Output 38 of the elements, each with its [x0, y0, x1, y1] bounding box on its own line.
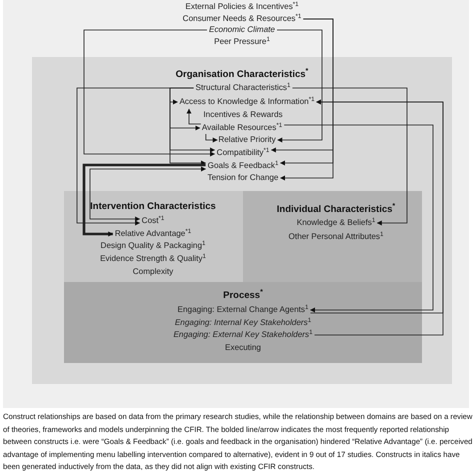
construct-label: Peer Pressure$^{1}$ — [214, 36, 270, 48]
construct-label: Engaging: Internal Key Stakeholders$^{1}$ — [174, 317, 312, 329]
construct-label: Knowledge & Beliefs$^{1}$ — [296, 217, 376, 229]
construct-label: Consumer Needs & Resources$^{*1}$ — [182, 13, 302, 25]
connector-arrow — [292, 88, 408, 226]
domain-panel: Organisation Characteristics$^{*}$ Structural Characteristics$^{1}$ Access to Knowledge & Information$^{*1}$ Incentives & Rewards Available Resources$^{*1}$ Relative Priority Compatibility$^{*1}$ Goals & Feedback$^{1}$ Tension for Change Intervention Characteristics Cost$^{*1}$ Relative Advantage$^{*1}$ Design Quality & Packaging$^{1}$ Evidence Strength & Quality$^{1}$ Complexity Individual Characteristics$^{*}$ Knowledge & Beliefs$^{1}$ Other Personal Attributes$^{1}$ Process$^{*}$ Engaging: External Change Agents$^{1}$ Engaging: Internal Key Stakeholders$^{1}$ Engaging: External Key Stakeholders$^{1}$ Executing — [32, 57, 452, 384]
construct-label: Goals & Feedback$^{1}$ — [208, 160, 278, 172]
construct-label: Engaging: External Key Stakeholders$^{1}$ — [173, 329, 313, 341]
connector-arrow — [284, 124, 434, 312]
construct-label: Available Resources$^{*1}$ — [202, 122, 282, 134]
connector-arrow — [90, 166, 206, 222]
construct-label: Structural Characteristics$^{1}$ — [196, 82, 290, 94]
construct-label: Executing — [225, 342, 261, 354]
construct-label: Incentives & Rewards — [203, 109, 283, 121]
domain-panel — [3, 0, 469, 408]
connector-arrow — [76, 88, 194, 226]
connector-arrow — [84, 30, 216, 156]
connector-arrow — [186, 108, 202, 124]
construct-label: Design Quality & Packaging$^{1}$ — [100, 240, 206, 252]
construct-label: Evidence Strength & Quality$^{1}$ — [100, 253, 206, 265]
construct-label: Complexity — [132, 266, 174, 278]
connector-arrow — [170, 88, 206, 166]
domain-panel: Intervention Characteristics Cost$^{*1}$ Relative Advantage$^{*1}$ Design Quality & Packaging$^{1}$ Evidence Strength & Quality$^{1}$ Complexity — [64, 191, 243, 282]
construct-label: Access to Knowledge & Information$^{*1}$ — [179, 96, 315, 108]
connector-arrow — [276, 30, 322, 142]
domain-panel: Process$^{*}$ Engaging: External Change Agents$^{1}$ Engaging: Internal Key Stakeholders$^{1}$ Engaging: External Key Stakeholders$^{1}$ Executing — [64, 282, 422, 363]
construct-label: External Policies & Incentives$^{*1}$ — [185, 1, 299, 13]
construct-label: Engaging: External Change Agents$^{1}$ — [178, 304, 308, 316]
construct-label: Cost$^{*1}$ — [142, 215, 164, 227]
construct-label: Tension for Change — [207, 172, 278, 184]
construct-label: Economic Climate — [209, 24, 275, 36]
construct-label: Relative Priority — [218, 134, 276, 146]
construct-label: Compatibility$^{*1}$ — [216, 147, 270, 159]
connector-arrow — [205, 134, 218, 142]
construct-label: Other Personal Attributes$^{1}$ — [288, 231, 384, 243]
connector-arrow — [82, 164, 206, 236]
domain-panel: Individual Characteristics$^{*}$ Knowledge & Beliefs$^{1}$ Other Personal Attributes$^{1}$ — [243, 191, 422, 282]
construct-label: Relative Advantage$^{*1}$ — [114, 228, 192, 240]
